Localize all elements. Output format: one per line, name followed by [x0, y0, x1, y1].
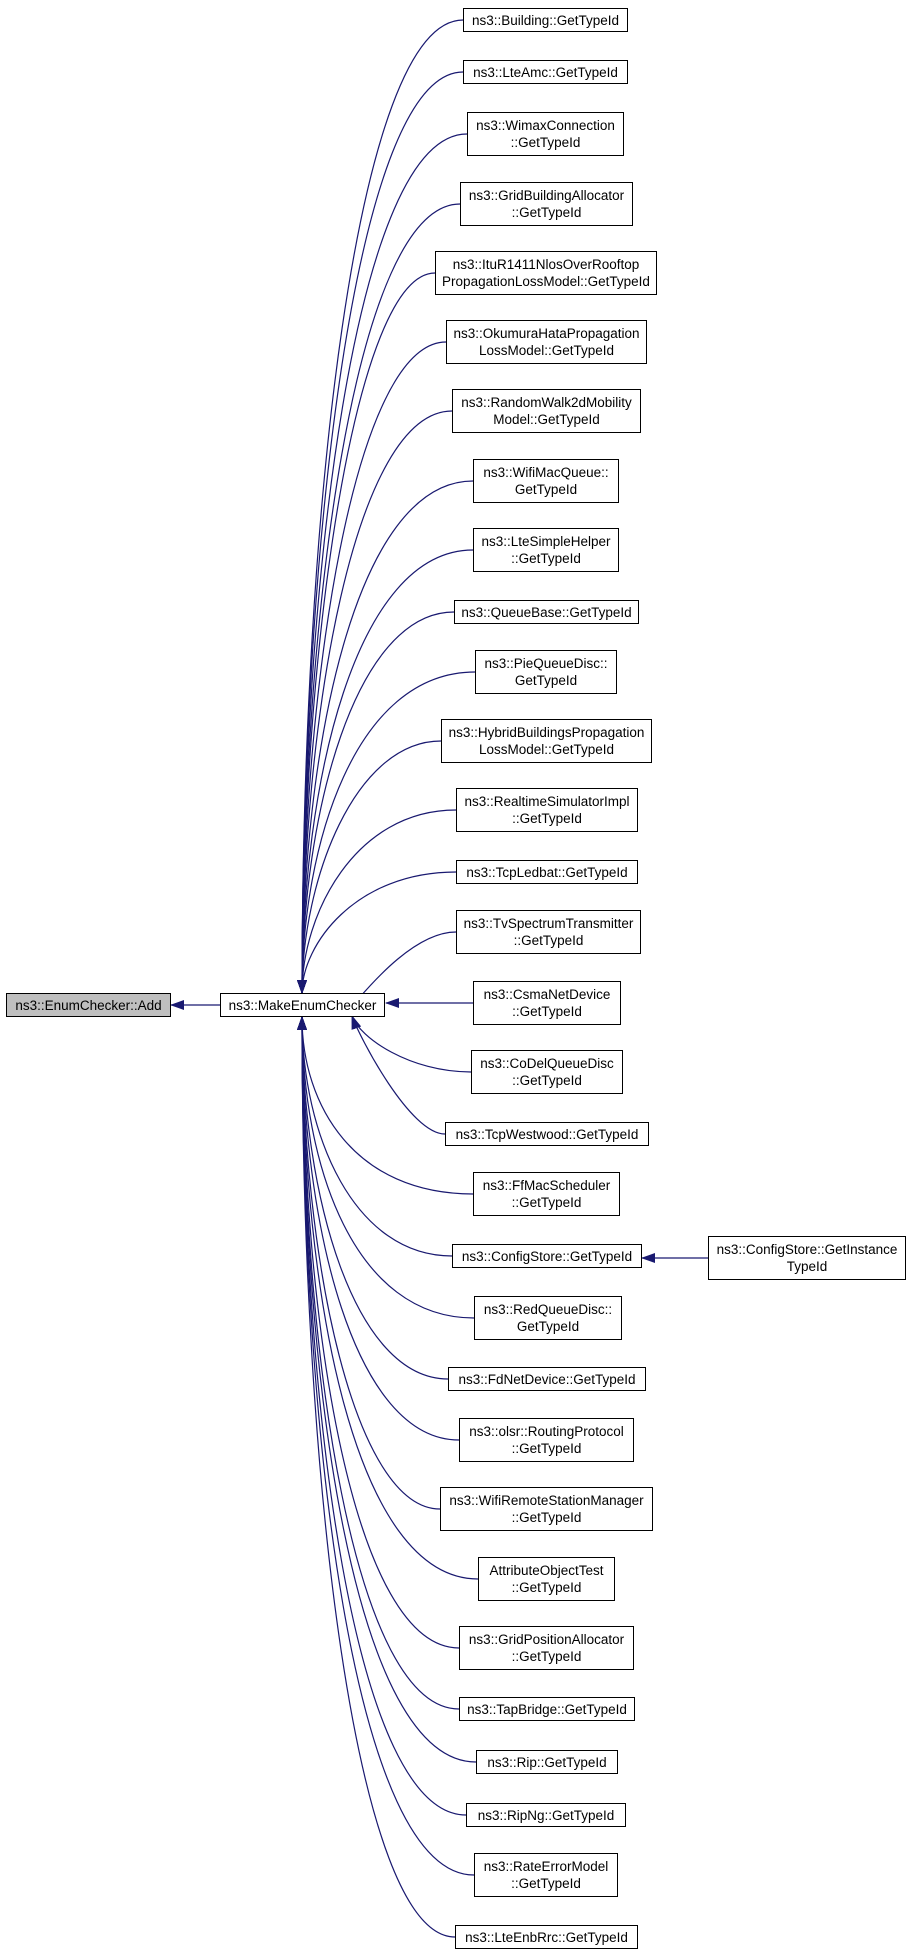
- node-wimax[interactable]: ns3::WimaxConnection ::GetTypeId: [467, 112, 624, 156]
- node-tcpledbat[interactable]: ns3::TcpLedbat::GetTypeId: [456, 860, 638, 884]
- node-wifimacqueue[interactable]: ns3::WifiMacQueue:: GetTypeId: [473, 459, 619, 503]
- node-lteenbrrc[interactable]: ns3::LteEnbRrc::GetTypeId: [455, 1925, 638, 1949]
- node-make-enum-checker[interactable]: ns3::MakeEnumChecker: [220, 993, 385, 1017]
- node-itur[interactable]: ns3::ItuR1411NlosOverRooftop Propagation…: [435, 251, 657, 295]
- edge-3-to-make: [297, 203, 461, 994]
- node-configstore[interactable]: ns3::ConfigStore::GetTypeId: [452, 1244, 642, 1268]
- node-root: ns3::EnumChecker::Add: [6, 993, 171, 1017]
- node-codel[interactable]: ns3::CoDelQueueDisc ::GetTypeId: [471, 1050, 623, 1094]
- node-tapbridge[interactable]: ns3::TapBridge::GetTypeId: [459, 1697, 635, 1721]
- node-queuebase[interactable]: ns3::QueueBase::GetTypeId: [454, 600, 639, 624]
- node-randomwalk[interactable]: ns3::RandomWalk2dMobility Model::GetType…: [452, 389, 641, 433]
- edge-12-to-make: [297, 809, 457, 994]
- node-redqueue[interactable]: ns3::RedQueueDisc:: GetTypeId: [474, 1296, 622, 1340]
- edge-20-to-make: [297, 1016, 475, 1319]
- node-rip[interactable]: ns3::Rip::GetTypeId: [476, 1750, 618, 1774]
- edge-19-to-make: [297, 1016, 453, 1257]
- edge-17-to-make: [351, 1015, 446, 1135]
- node-gridposition[interactable]: ns3::GridPositionAllocator ::GetTypeId: [459, 1626, 634, 1670]
- node-okumura[interactable]: ns3::OkumuraHataPropagation LossModel::G…: [446, 320, 647, 364]
- node-piequeue[interactable]: ns3::PieQueueDisc:: GetTypeId: [475, 650, 617, 694]
- node-ripng[interactable]: ns3::RipNg::GetTypeId: [466, 1803, 626, 1827]
- edge-25-to-make: [297, 1016, 460, 1649]
- edge-5-to-make: [297, 341, 447, 994]
- edge-22-to-make: [297, 1016, 460, 1441]
- edge-0-to-make: [297, 19, 464, 994]
- node-fdnet[interactable]: ns3::FdNetDevice::GetTypeId: [448, 1367, 646, 1391]
- node-ffmac[interactable]: ns3::FfMacScheduler ::GetTypeId: [473, 1172, 620, 1216]
- node-wifiremote[interactable]: ns3::WifiRemoteStationManager ::GetTypeI…: [440, 1487, 653, 1531]
- edge-7-to-make: [297, 480, 474, 994]
- node-attrobj[interactable]: AttributeObjectTest ::GetTypeId: [478, 1557, 615, 1601]
- edge-6-to-make: [297, 410, 453, 994]
- node-config-instance[interactable]: ns3::ConfigStore::GetInstance TypeId: [708, 1236, 906, 1280]
- node-hybrid[interactable]: ns3::HybridBuildingsPropagation LossMode…: [441, 719, 652, 763]
- edge-13-to-make: [297, 871, 457, 994]
- edge-24-to-make: [297, 1016, 479, 1580]
- edge-21-to-make: [297, 1016, 449, 1380]
- edge-16-to-make: [351, 1015, 472, 1073]
- edge-10-to-make: [297, 671, 476, 994]
- edge-28-to-make: [297, 1016, 467, 1816]
- edge-4-to-make: [297, 272, 436, 994]
- node-rateerror[interactable]: ns3::RateErrorModel ::GetTypeId: [474, 1853, 618, 1897]
- edge-23-to-make: [297, 1016, 441, 1510]
- edge-9-to-make: [297, 611, 455, 994]
- edge-8-to-make: [297, 549, 474, 994]
- edge-30-to-make: [297, 1016, 456, 1938]
- node-tcpwestwood[interactable]: ns3::TcpWestwood::GetTypeId: [445, 1122, 649, 1146]
- node-ltesimple[interactable]: ns3::LteSimpleHelper ::GetTypeId: [473, 528, 619, 572]
- node-realtime[interactable]: ns3::RealtimeSimulatorImpl ::GetTypeId: [456, 788, 638, 832]
- node-csma[interactable]: ns3::CsmaNetDevice ::GetTypeId: [473, 981, 621, 1025]
- edge-18-to-make: [297, 1016, 474, 1195]
- node-grid-building[interactable]: ns3::GridBuildingAllocator ::GetTypeId: [460, 182, 633, 226]
- node-tvspectrum[interactable]: ns3::TvSpectrumTransmitter ::GetTypeId: [456, 910, 641, 954]
- node-building[interactable]: ns3::Building::GetTypeId: [463, 8, 628, 32]
- node-lteamc[interactable]: ns3::LteAmc::GetTypeId: [463, 60, 628, 84]
- node-olsr[interactable]: ns3::olsr::RoutingProtocol ::GetTypeId: [459, 1418, 634, 1462]
- edge-11-to-make: [297, 740, 442, 994]
